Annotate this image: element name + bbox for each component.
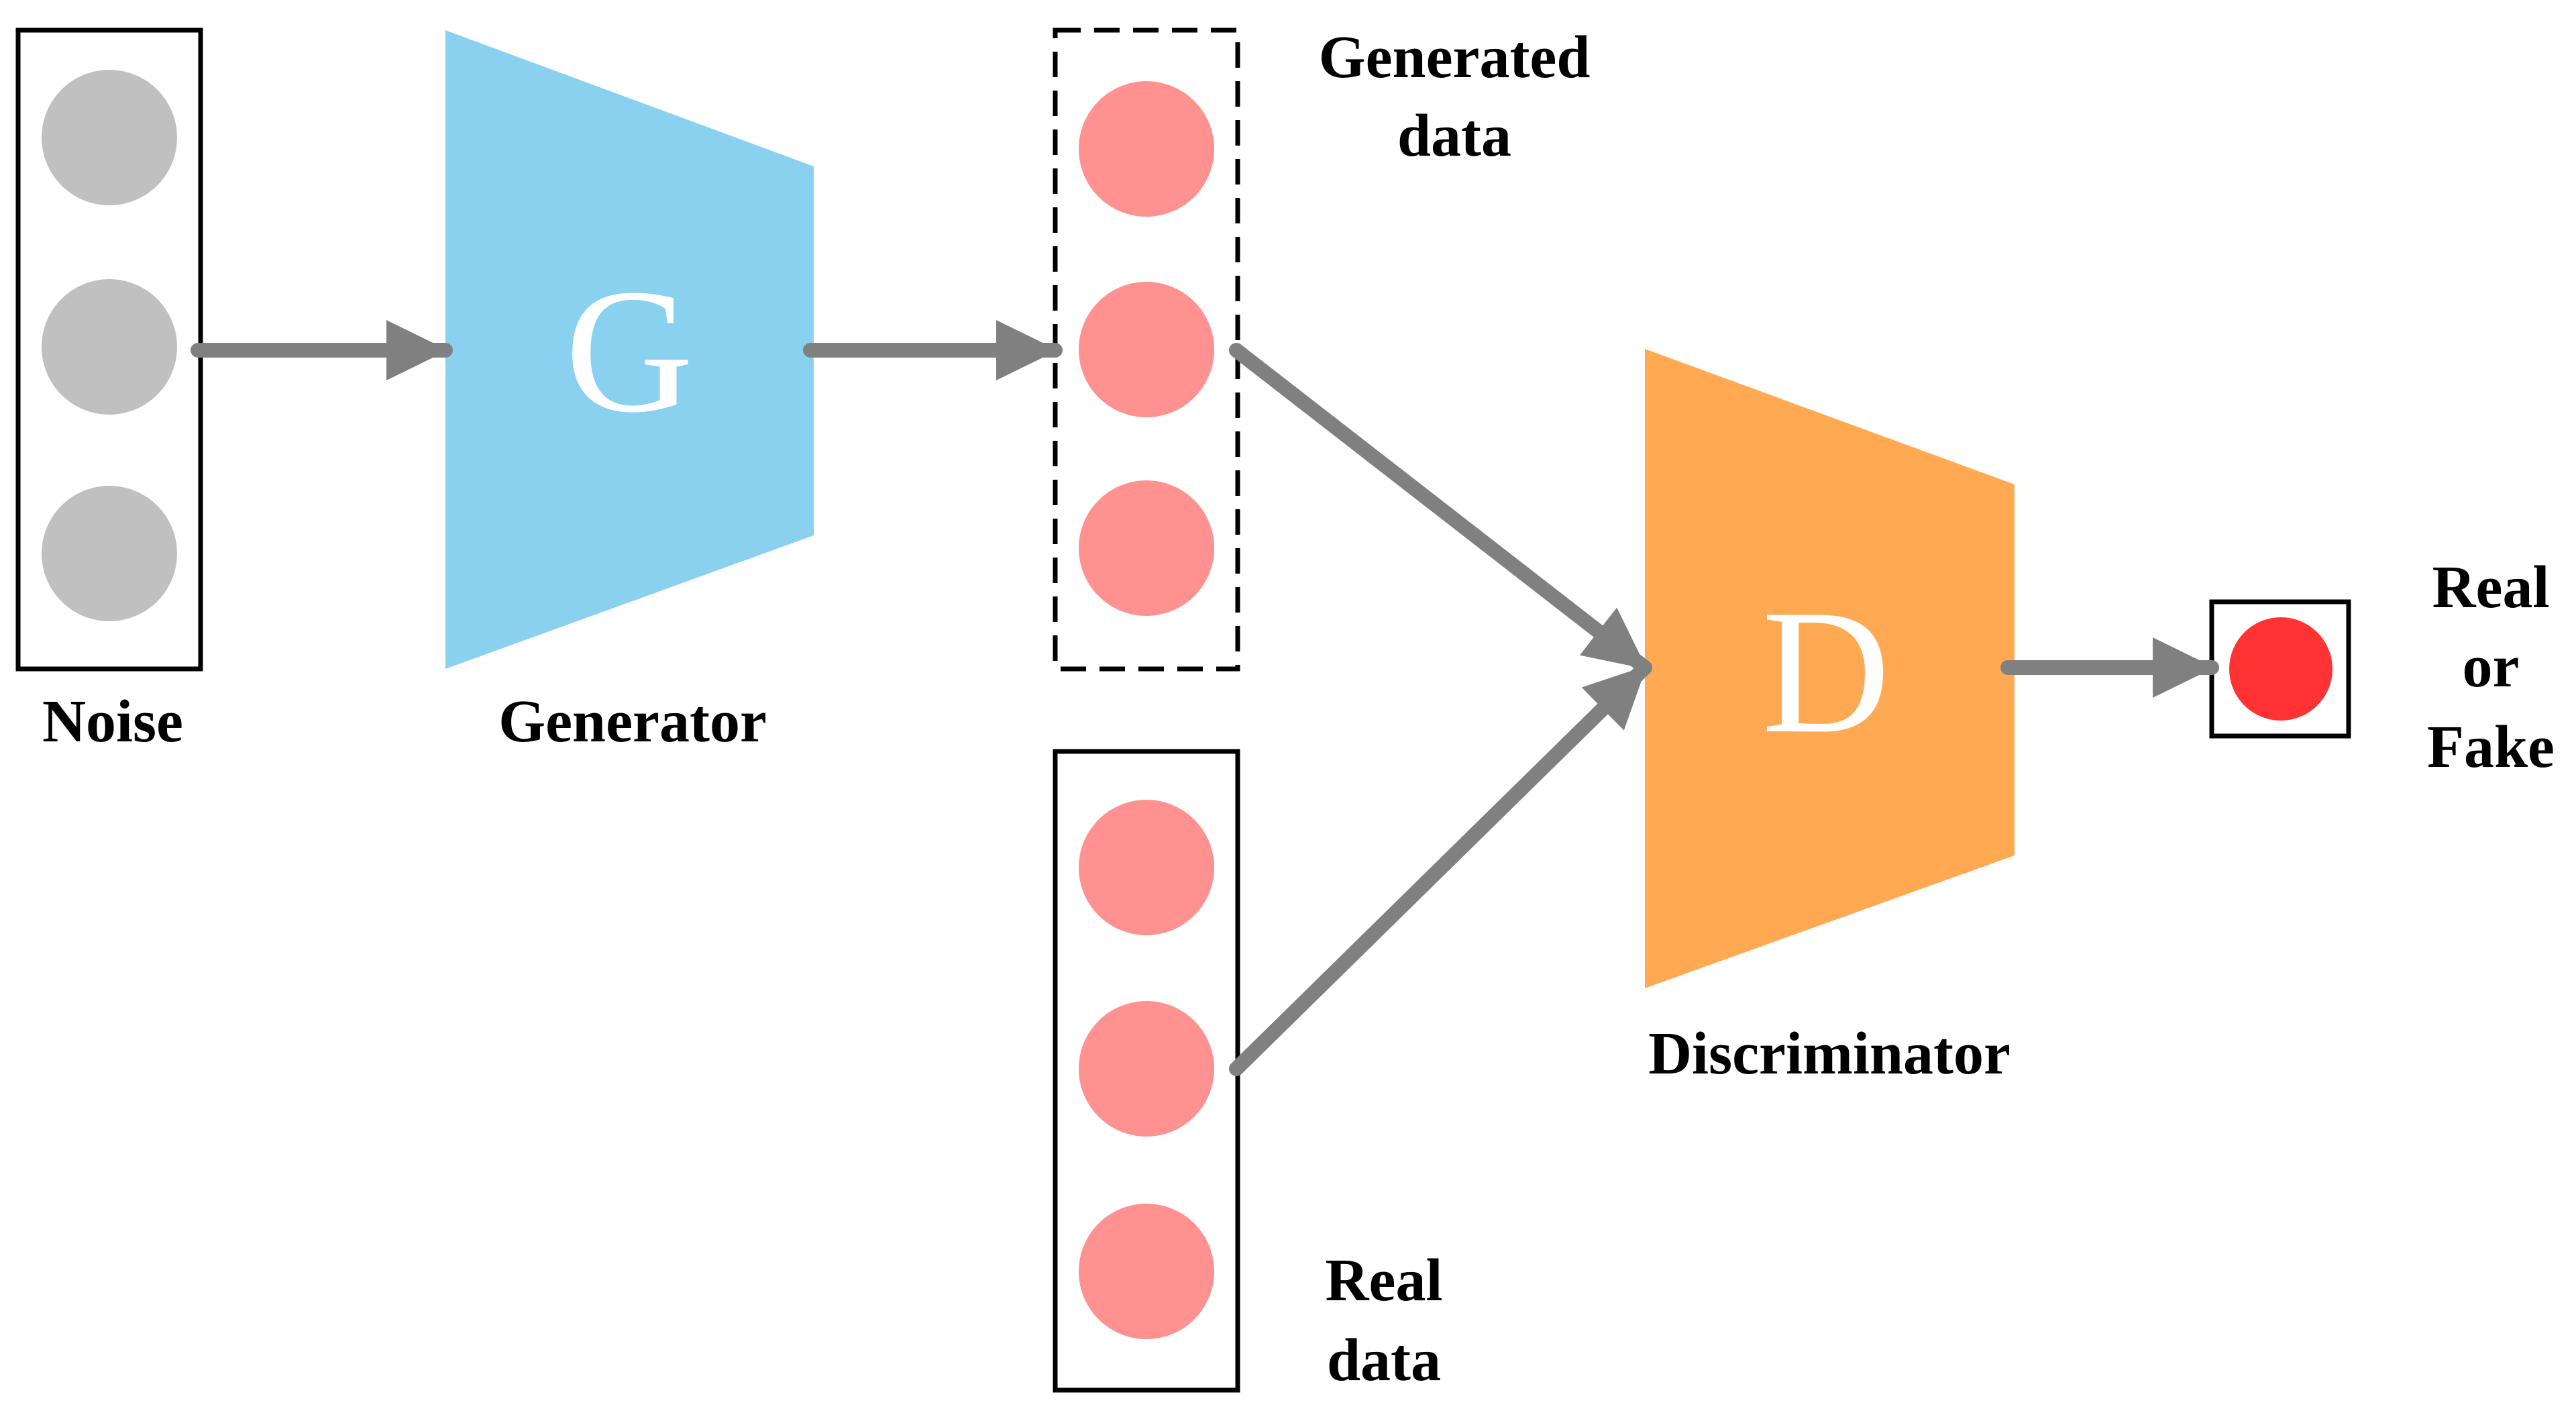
real-data-node: [1079, 1204, 1214, 1339]
generated-data-node: [1079, 480, 1214, 616]
discriminator-shape: [1645, 349, 2015, 988]
real-data-node: [1079, 1001, 1214, 1137]
arrow-real-to-discriminator: [1229, 660, 1652, 1076]
discriminator-label: Discriminator: [1648, 1020, 2010, 1087]
generator-label: Generator: [498, 688, 767, 755]
real-data-label-line2: data: [1327, 1327, 1441, 1394]
real-data-box: [1053, 749, 1240, 1393]
discriminator-block: D: [1645, 349, 2015, 988]
generated-data-node: [1079, 81, 1214, 217]
generator-letter: G: [565, 253, 693, 450]
real-data-label-line1: Real: [1326, 1247, 1443, 1314]
output-node: [2229, 617, 2332, 721]
output-box: [2209, 599, 2351, 739]
generated-data-box: [1053, 28, 1240, 672]
generated-data-label-line2: data: [1397, 103, 1511, 169]
generator-shape: [445, 30, 814, 669]
generated-data-label-line1: Generated: [1319, 24, 1591, 91]
noise-node: [42, 486, 177, 621]
real-data-node: [1079, 800, 1214, 935]
noise-node: [42, 279, 177, 415]
output-label-line1: Real: [2432, 554, 2550, 621]
noise-box: [15, 28, 203, 672]
noise-label: Noise: [42, 688, 183, 755]
generator-block: G: [445, 30, 814, 669]
noise-node: [42, 70, 177, 205]
discriminator-letter: D: [1762, 574, 1890, 770]
arrow-generated-to-discriminator: [1229, 343, 1652, 675]
output-label-line2: or: [2463, 633, 2520, 700]
generated-data-node: [1079, 282, 1214, 417]
output-label-line3: Fake: [2427, 714, 2555, 780]
